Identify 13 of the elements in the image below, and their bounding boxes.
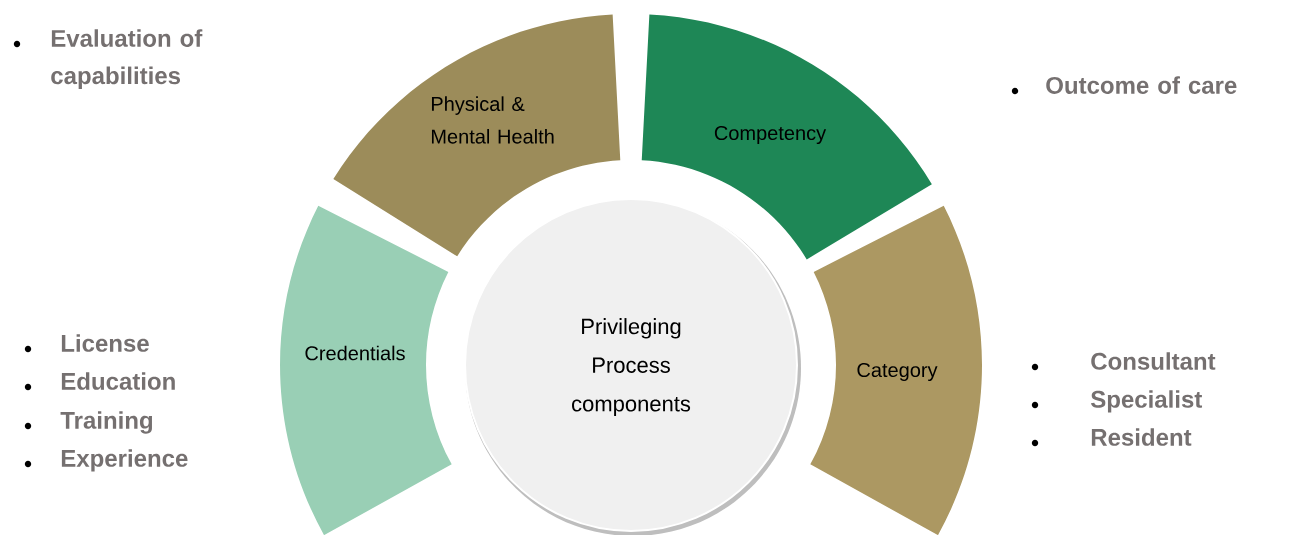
list-item: Outcome of care xyxy=(1046,76,1237,94)
list-item: License xyxy=(61,334,149,352)
list-item: Education xyxy=(61,372,175,390)
ring-segment: Credentials xyxy=(280,205,452,535)
ring-segment: Category xyxy=(810,205,982,535)
list-item: Consultant xyxy=(1091,352,1216,370)
list-item: Experience xyxy=(61,449,188,472)
list-item: Evaluation of capabilities xyxy=(51,29,203,89)
ring-segment: Competency xyxy=(641,14,932,260)
list-item: Training xyxy=(60,411,153,434)
list-item: Resident xyxy=(1091,428,1192,446)
ring-segment: Physical & Mental Health xyxy=(333,14,621,257)
list-item: Specialist xyxy=(1090,390,1203,413)
